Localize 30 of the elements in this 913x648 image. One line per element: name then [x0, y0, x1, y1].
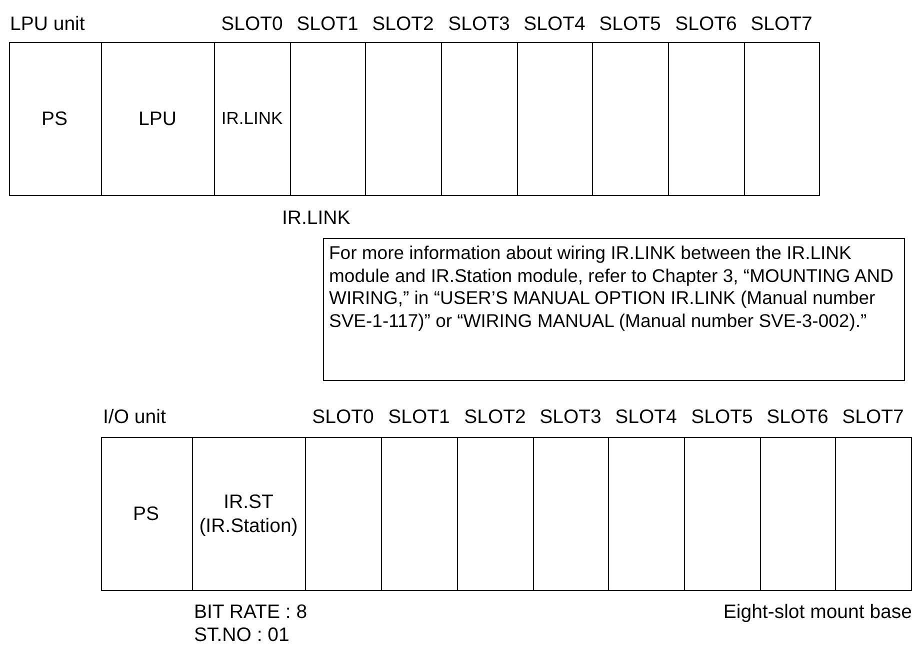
slot-label: SLOT4	[524, 13, 586, 36]
slot-label: SLOT6	[766, 406, 828, 430]
slot-label: SLOT2	[464, 406, 526, 430]
slot-label: SLOT3	[448, 13, 510, 36]
module-label: LPU	[138, 106, 176, 132]
note-box: For more information about wiring IR.LINK between the IR.LINK module and IR.Station module, refer to Chapter 3, “MOUNTING AND WIRING,” in “USER’S MANUAL OPTION IR.LINK (Manual number SVE-1-117)” or “WIRING MANUAL (Manual number SVE-3-002).”	[323, 238, 905, 381]
slot-label: SLOT7	[842, 406, 904, 430]
slot-label: SLOT6	[675, 13, 737, 36]
cable-label: IR.LINK	[282, 207, 350, 230]
module-label: IR.ST (IR.Station)	[198, 490, 299, 538]
unit-title: LPU unit	[10, 13, 85, 36]
slot-label: SLOT4	[615, 406, 677, 430]
slot-label: SLOT1	[388, 406, 450, 430]
slot-label: SLOT7	[750, 13, 812, 36]
mount-base-frame	[9, 42, 820, 196]
unit-title: I/O unit	[103, 406, 166, 430]
module-label: PS	[132, 502, 159, 526]
module-label: IR.LINK	[221, 108, 283, 130]
slot-label: SLOT5	[599, 13, 661, 36]
slot-label: SLOT2	[372, 13, 434, 36]
slot-label: SLOT1	[296, 13, 358, 36]
node-note: ST.NO : 01	[194, 624, 290, 648]
slot-label: SLOT5	[691, 406, 753, 430]
slot-label: SLOT0	[221, 13, 283, 36]
module-label: PS	[41, 106, 68, 132]
node-note: BIT RATE : 8	[194, 601, 308, 624]
mount-base-frame	[101, 437, 912, 591]
slot-label: SLOT0	[312, 406, 374, 430]
slot-label: SLOT3	[540, 406, 602, 430]
node-note: Eight-slot mount base	[723, 601, 912, 624]
